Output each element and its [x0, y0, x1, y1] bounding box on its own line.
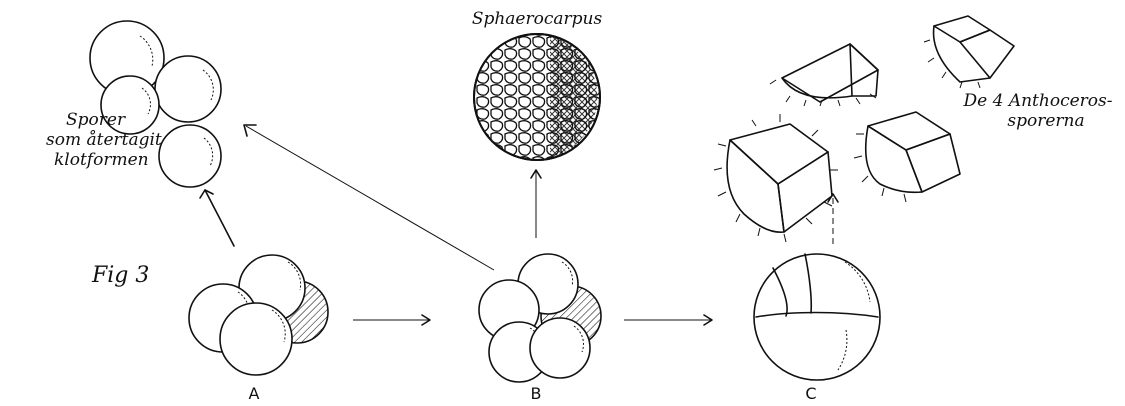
- stage-label-c: C: [805, 384, 816, 403]
- spore-sphere: [155, 56, 221, 122]
- arrow-a-to-spores: [205, 190, 234, 246]
- tetrad-c: C: [754, 254, 880, 403]
- anthoceros-spore: [714, 114, 838, 242]
- anthoceros-spore: [854, 112, 960, 202]
- note-line-2: som återtagit: [46, 130, 162, 150]
- tetrad-b: B: [479, 254, 601, 403]
- anthoceros-note-line-1: De 4 Anthoceros-: [963, 91, 1113, 111]
- anthoceros-spores: [714, 16, 1014, 242]
- tetrad-a: A: [189, 255, 328, 403]
- anthoceros-note-line-2: sporerna: [1007, 111, 1084, 131]
- note-line-1: Sporer: [66, 110, 126, 130]
- stage-label-b: B: [531, 384, 542, 403]
- sphaerocarpus-tetrad: [474, 34, 600, 160]
- anthoceros-spore: [924, 16, 1014, 88]
- anthoceros-note: De 4 Anthoceros- sporerna: [963, 91, 1113, 131]
- note-line-3: klotformen: [54, 150, 149, 170]
- figure-label: Fig 3: [91, 263, 149, 288]
- anthoceros-spore: [770, 44, 878, 106]
- sphaerocarpus-label: Sphaerocarpus: [472, 9, 603, 29]
- arrow-b-to-spores: [246, 126, 494, 270]
- spore-sphere: [159, 125, 221, 187]
- stage-label-a: A: [249, 384, 260, 403]
